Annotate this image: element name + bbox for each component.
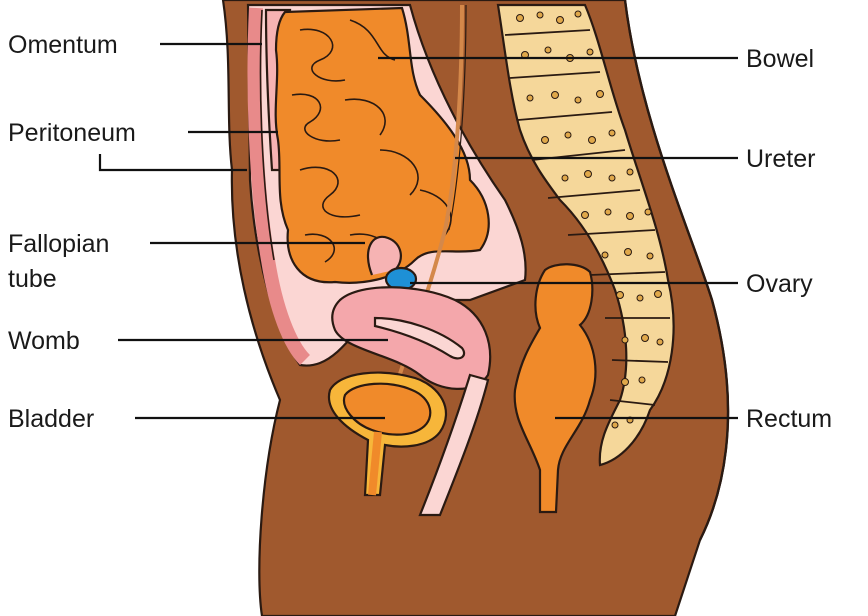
ureter-label: Ureter: [746, 145, 815, 173]
bowel-label: Bowel: [746, 45, 814, 73]
ovary-label: Ovary: [746, 270, 813, 298]
rectum-label: Rectum: [746, 405, 832, 433]
peritoneum-leader-bottom: [100, 154, 247, 170]
bladder-label: Bladder: [8, 405, 94, 433]
womb-label: Womb: [8, 327, 80, 355]
fallopian-tube-label-line1: Fallopian: [8, 230, 109, 258]
fallopian-tube-label-line2: tube: [8, 265, 57, 293]
omentum-label: Omentum: [8, 31, 118, 59]
peritoneum-label: Peritoneum: [8, 119, 136, 147]
